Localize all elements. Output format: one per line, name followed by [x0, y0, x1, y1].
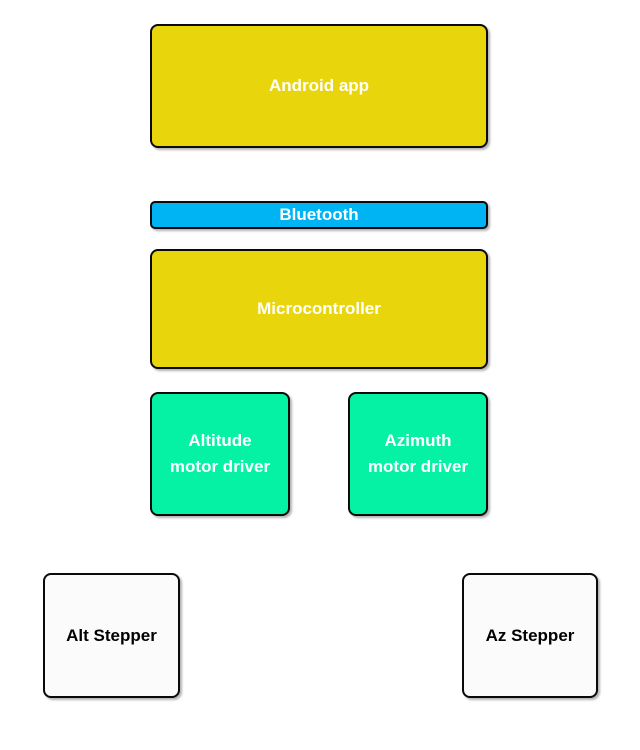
node-azimuth-motor-driver-label-line1: Azimuth: [384, 430, 452, 450]
node-alt-stepper: Alt Stepper: [43, 573, 180, 698]
node-microcontroller-label: Microcontroller: [257, 299, 381, 318]
node-az-stepper-label: Az Stepper: [485, 625, 575, 645]
node-android-app: Android app: [150, 24, 488, 148]
node-azimuth-motor-driver: Azimuth motor driver: [348, 392, 488, 516]
node-az-stepper: Az Stepper: [462, 573, 598, 698]
node-bluetooth-label: Bluetooth: [279, 205, 359, 224]
node-altitude-motor-driver-label-line2: motor driver: [169, 457, 271, 476]
node-altitude-motor-driver-label: Altitude motor driver: [170, 428, 270, 481]
node-azimuth-motor-driver-label: Azimuth motor driver: [368, 428, 468, 481]
node-alt-stepper-label: Alt Stepper: [66, 625, 157, 645]
node-microcontroller: Microcontroller: [150, 249, 488, 369]
node-altitude-motor-driver-label-line1: Altitude: [188, 430, 252, 450]
node-bluetooth: Bluetooth: [150, 201, 488, 229]
node-android-app-label: Android app: [268, 76, 370, 95]
node-altitude-motor-driver: Altitude motor driver: [150, 392, 290, 516]
node-azimuth-motor-driver-label-line2: motor driver: [367, 457, 469, 476]
